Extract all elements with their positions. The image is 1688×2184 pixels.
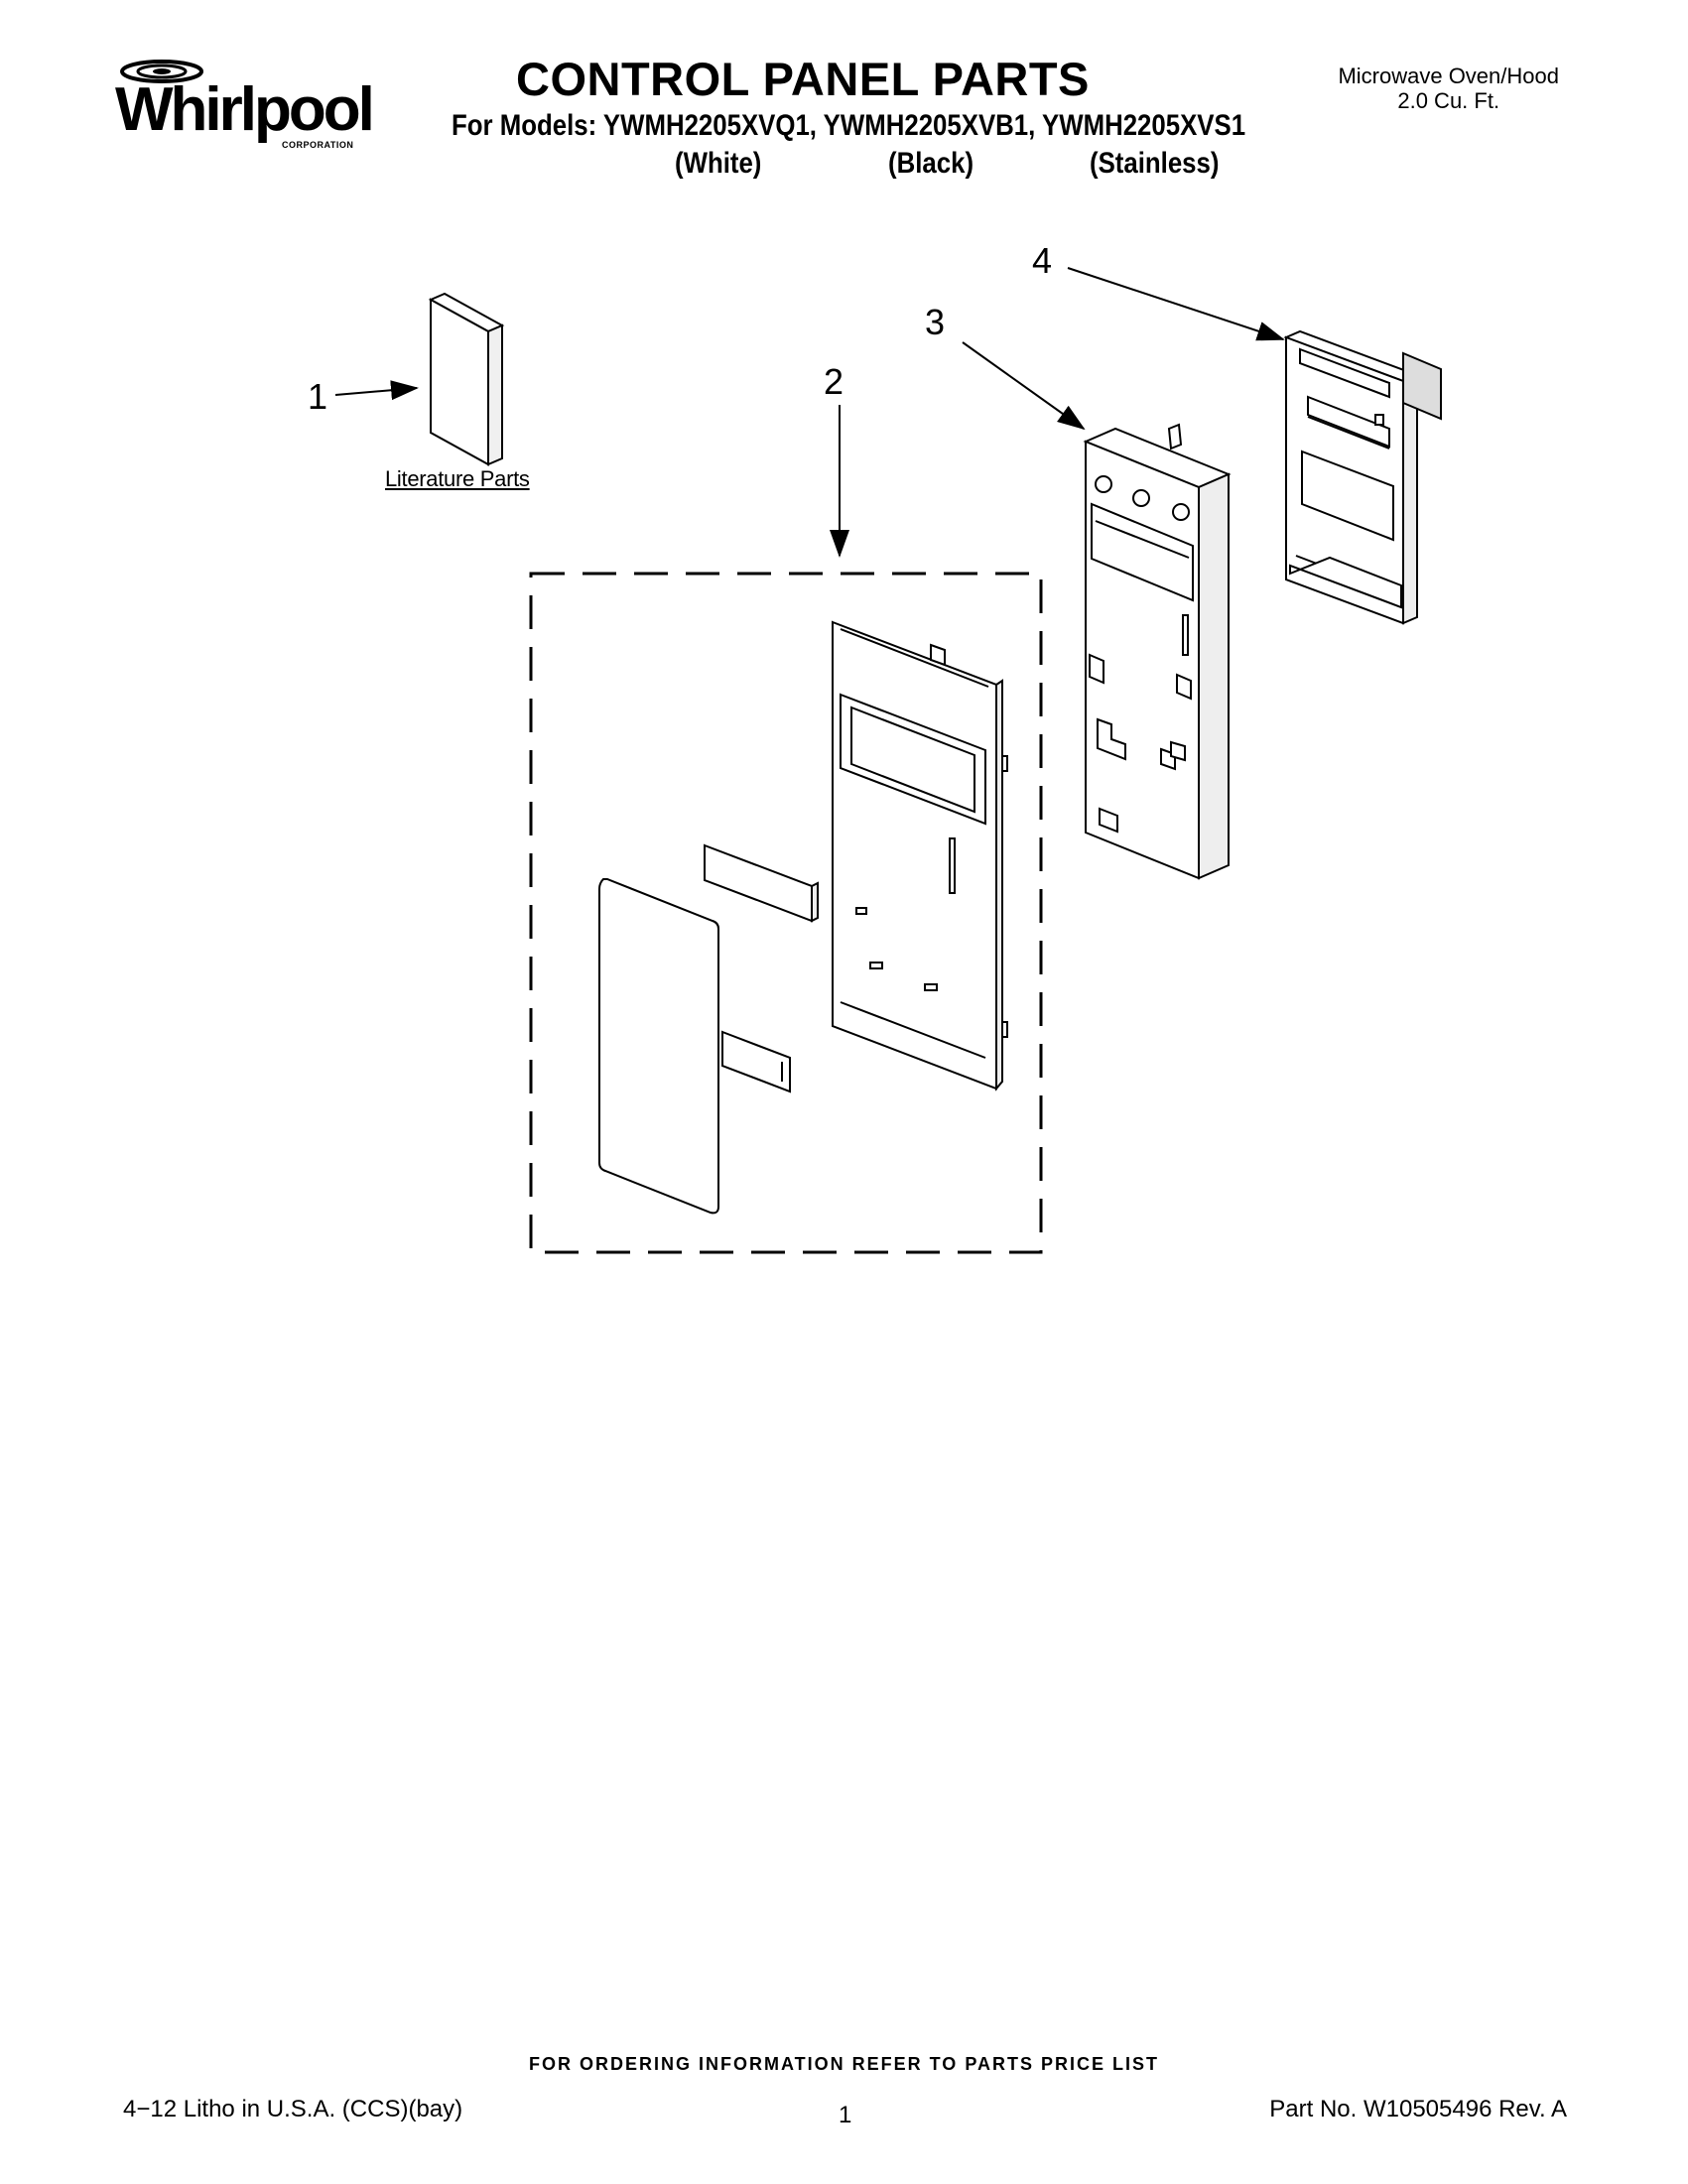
control-panel-frame: [832, 620, 1008, 1092]
variant-black: (Black): [888, 147, 974, 180]
models-line: For Models: YWMH2205XVQ1, YWMH2205XVB1, …: [452, 109, 1246, 142]
assembly-dashed-box: [529, 572, 1043, 1254]
callout-1: 1: [308, 376, 327, 417]
literature-parts-label: Literature Parts: [385, 466, 530, 491]
display-window-piece: [704, 843, 819, 923]
ordering-note: FOR ORDERING INFORMATION REFER TO PARTS …: [528, 2054, 1159, 2074]
callout-4: 4: [1032, 240, 1052, 281]
leader-3: [962, 341, 1086, 431]
page-title: CONTROL PANEL PARTS: [516, 53, 1090, 105]
membrane-tail: [721, 1030, 791, 1093]
leader-4: [1067, 267, 1285, 341]
callout-2: 2: [824, 361, 844, 402]
litho-info: 4−12 Litho in U.S.A. (CCS)(bay): [123, 2096, 463, 2122]
variant-stainless: (Stainless): [1090, 147, 1220, 180]
exploded-parts-diagram: 1 2 3 4: [308, 240, 1442, 1254]
variant-white: (White): [675, 147, 762, 180]
logo-swirl-icon: [120, 60, 203, 83]
leader-1: [334, 380, 419, 401]
touch-membrane-overlay: [598, 878, 719, 1215]
product-size: 2.0 Cu. Ft.: [1397, 88, 1500, 113]
brand-name: Whirlpool: [115, 75, 375, 144]
control-panel-housing: [1083, 423, 1232, 880]
callout-3: 3: [925, 302, 945, 342]
whirlpool-logo: Whirlpool CORPORATION: [107, 58, 375, 157]
part-number: Part No. W10505496 Rev. A: [1269, 2096, 1567, 2122]
page-number: 1: [839, 2102, 852, 2128]
literature-booklet: [428, 292, 505, 466]
electronic-control-board: [1283, 329, 1442, 625]
product-type: Microwave Oven/Hood: [1338, 64, 1559, 88]
brand-sub: CORPORATION: [282, 140, 354, 150]
product-info: Microwave Oven/Hood 2.0 Cu. Ft.: [1338, 64, 1559, 113]
